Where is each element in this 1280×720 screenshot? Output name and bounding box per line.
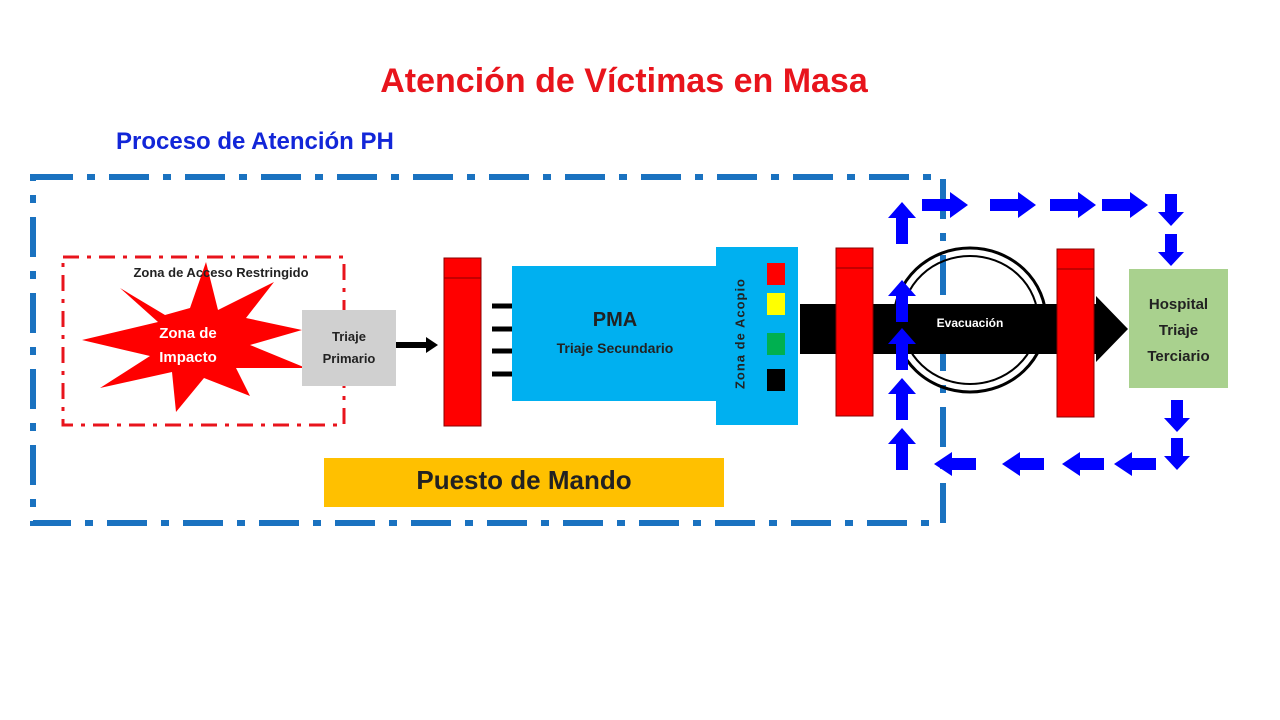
return-up-arrows [888, 202, 916, 470]
hospital-label-line1: Hospital [1148, 296, 1209, 313]
hospital-label-line2: Triaje [1158, 322, 1199, 339]
triage-red-square [767, 263, 785, 285]
collection-zone-box [716, 247, 798, 425]
impact-zone-label: Zona de Impacto [148, 322, 228, 370]
impact-zone-label-line1: Zona de [159, 325, 217, 342]
collection-zone-label: Zona de Acopio [732, 277, 748, 390]
primary-triage-label-line2: Primario [322, 351, 376, 366]
page-subtitle: Proceso de Atención PH [116, 128, 394, 155]
triage-yellow-square [767, 293, 785, 315]
triage-green-square [767, 333, 785, 355]
barrier-1 [443, 257, 482, 427]
impact-zone-label-line2: Impacto [159, 349, 217, 366]
hospital-label: Hospital Triaje Terciario [1129, 292, 1228, 370]
restricted-zone-label: Zona de Acceso Restringido [133, 265, 309, 280]
primary-triage-label-line1: Triaje [332, 329, 366, 344]
barrier-3 [1056, 248, 1095, 418]
secondary-triage-label: Triaje Secundario [556, 340, 674, 356]
page-title: Atención de Víctimas en Masa [380, 62, 868, 100]
flow-arrow [396, 337, 438, 353]
inbound-down-arrows [1158, 194, 1190, 470]
command-post-label: Puesto de Mando [416, 465, 632, 495]
hospital-label-line3: Terciario [1147, 348, 1210, 365]
return-left-arrows [934, 452, 1156, 476]
outbound-right-arrows [922, 192, 1148, 218]
primary-triage-box [302, 310, 396, 386]
triage-black-square [767, 369, 785, 391]
barrier-2 [835, 247, 874, 417]
impact-zone-burst [82, 262, 306, 412]
command-post-box [324, 458, 724, 507]
primary-triage-label: Triaje Primario [302, 326, 396, 370]
pma-label: PMA [592, 309, 638, 331]
pma-box [512, 266, 718, 401]
evacuation-label: Evacuación [936, 316, 1004, 330]
evacuation-ring-outer [892, 246, 1048, 394]
hospital-box [1129, 269, 1228, 388]
